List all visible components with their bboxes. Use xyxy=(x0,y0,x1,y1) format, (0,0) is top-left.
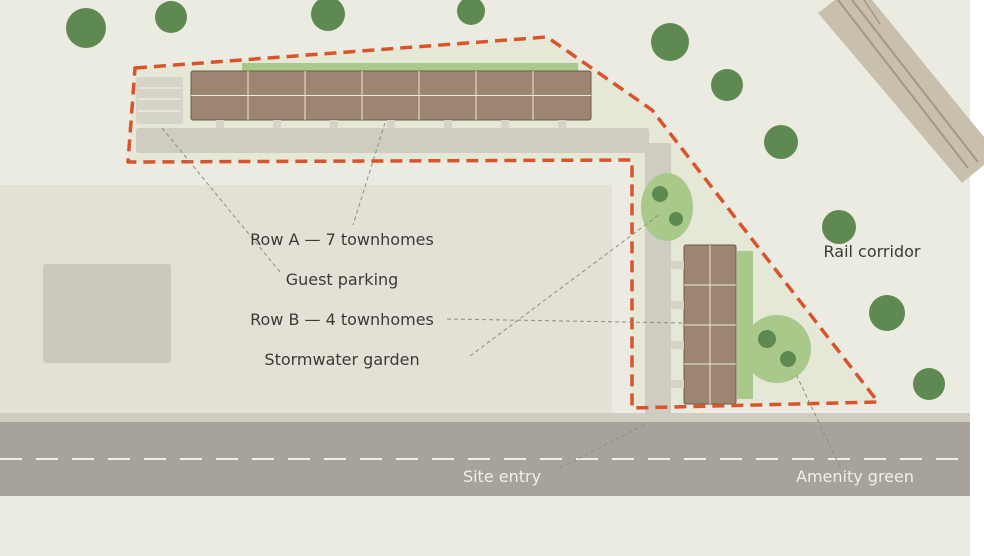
internal-drive xyxy=(136,128,649,153)
row-b-driveways xyxy=(671,261,684,388)
site-boundary xyxy=(126,35,880,410)
rail-corridor xyxy=(818,0,984,183)
trees xyxy=(66,0,945,400)
label-row-a: Row A — 7 townhomes xyxy=(250,230,434,249)
tree xyxy=(913,368,945,400)
tree xyxy=(66,8,106,48)
row-a-backyard-strip xyxy=(242,63,578,71)
row-a-townhomes xyxy=(190,70,592,121)
row-a-driveways xyxy=(216,120,566,128)
tree xyxy=(155,1,187,33)
tree xyxy=(711,69,743,101)
amenity-green xyxy=(743,315,811,383)
label-row-b: Row B — 4 townhomes xyxy=(250,310,434,329)
tree xyxy=(457,0,485,25)
label-guest-parking: Guest parking xyxy=(286,270,399,289)
tree xyxy=(764,125,798,159)
adjacent-building xyxy=(43,264,171,363)
right-margin xyxy=(970,0,984,556)
label-rail-corridor: Rail corridor xyxy=(824,242,921,261)
tree xyxy=(869,295,905,331)
road-curb xyxy=(0,413,970,422)
label-stormwater-garden: Stormwater garden xyxy=(264,350,419,369)
tree xyxy=(311,0,345,31)
row-b-backyard-strip xyxy=(737,251,753,399)
stormwater-garden xyxy=(641,173,693,241)
leader-lines xyxy=(161,122,841,469)
tree xyxy=(651,23,689,61)
label-amenity-green: Amenity green xyxy=(796,467,914,486)
tree xyxy=(822,210,856,244)
label-site-entry: Site entry xyxy=(463,467,541,486)
guest-parking-area xyxy=(136,77,183,124)
row-b-townhomes xyxy=(683,244,737,405)
